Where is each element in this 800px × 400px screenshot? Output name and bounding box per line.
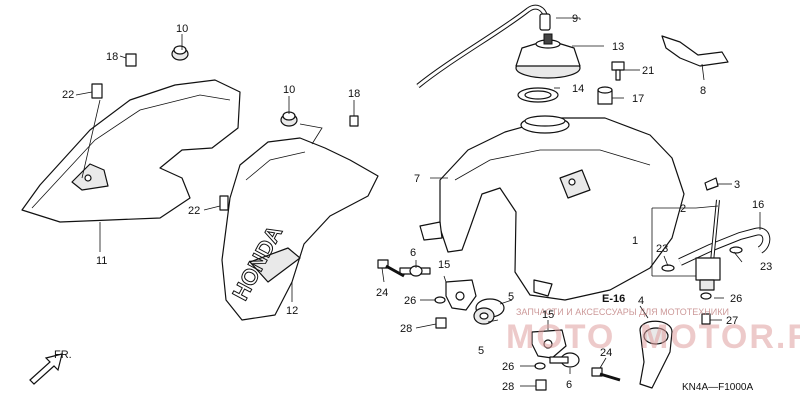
- front-arrow-label: FR.: [54, 349, 72, 361]
- screw-22b: [219, 195, 229, 211]
- washer-26c: [700, 292, 712, 300]
- callout-28a: 28: [400, 323, 412, 335]
- callout-21: 21: [642, 65, 654, 77]
- callout-14: 14: [572, 83, 584, 95]
- leader-lines: [75, 17, 761, 387]
- watermark-prefix: MOTO: [506, 318, 615, 356]
- reference-label: E-16: [602, 293, 625, 305]
- callout-15b: 15: [542, 309, 554, 321]
- callout-2: 2: [680, 203, 686, 215]
- washer-26b: [534, 362, 546, 370]
- bolt-6a: [399, 265, 431, 277]
- callout-3: 3: [734, 179, 740, 191]
- callout-labels: 10 18 22 11 10 18 22 12 7 9 13 14 21 17 …: [62, 13, 772, 393]
- callout-13: 13: [612, 41, 624, 53]
- watermark-main: MOTOR.RU: [640, 318, 800, 356]
- screw-28a: [435, 317, 447, 329]
- callout-24b: 24: [600, 347, 612, 359]
- bracket-8: [661, 35, 729, 67]
- collar-17: [597, 86, 613, 105]
- side-cover-left: [21, 79, 241, 223]
- screw-27: [701, 313, 711, 325]
- callout-11: 11: [96, 255, 107, 267]
- screw-18a: [125, 53, 137, 67]
- diagram-code: KN4A—F1000A: [682, 382, 753, 393]
- breather-hose: [416, 4, 551, 88]
- callout-9: 9: [572, 13, 578, 25]
- screw-28b: [535, 379, 547, 391]
- callout-4: 4: [638, 295, 644, 307]
- callout-26a: 26: [404, 295, 416, 307]
- clip-3: [704, 177, 719, 191]
- callout-6a: 6: [410, 247, 416, 259]
- callout-16: 16: [752, 199, 764, 211]
- callout-18b: 18: [348, 88, 360, 100]
- callout-10a: 10: [176, 23, 188, 35]
- callout-5b: 5: [478, 345, 484, 357]
- bracket-15a: [445, 279, 477, 311]
- callout-12: 12: [286, 305, 298, 317]
- washer-26a: [434, 296, 446, 304]
- fuel-valve: [661, 199, 743, 291]
- callout-6b: 6: [566, 379, 572, 391]
- callout-26b: 26: [502, 361, 514, 373]
- callout-1: 1: [632, 235, 638, 247]
- callout-15a: 15: [438, 259, 450, 271]
- screw-22a: [91, 83, 103, 99]
- cap-gasket: [517, 87, 559, 103]
- callout-7: 7: [414, 173, 420, 185]
- bolt-24a: [377, 259, 405, 278]
- callout-10b: 10: [283, 84, 295, 96]
- callout-18a: 18: [106, 51, 118, 63]
- callout-24a: 24: [376, 287, 388, 299]
- grommet-10a: [171, 45, 189, 61]
- callout-8: 8: [700, 85, 706, 97]
- grommet-10b: [280, 111, 298, 127]
- shroud-right: HONDA: [221, 137, 379, 321]
- front-arrow: FR.: [29, 349, 72, 385]
- callout-28b: 28: [502, 381, 514, 393]
- callout-26c: 26: [730, 293, 742, 305]
- callout-27: 27: [726, 315, 738, 327]
- callout-17: 17: [632, 93, 644, 105]
- bolt-6b: [549, 352, 580, 368]
- callout-23b: 23: [760, 261, 772, 273]
- bolt-21: [611, 61, 625, 81]
- watermark: ЗАПЧАСТИ И АКСЕССУАРЫ ДЛЯ МОТОТЕХНИКИ MO…: [506, 307, 800, 356]
- mount-rubber-5a: [473, 298, 505, 325]
- bolt-24b: [591, 367, 621, 382]
- callout-22a: 22: [62, 89, 74, 101]
- fuel-cap: [515, 33, 581, 79]
- watermark-subtitle: ЗАПЧАСТИ И АКСЕССУАРЫ ДЛЯ МОТОТЕХНИКИ: [516, 307, 729, 317]
- callout-23a: 23: [656, 243, 668, 255]
- callout-22b: 22: [188, 205, 200, 217]
- callout-5a: 5: [508, 291, 514, 303]
- fuel-hose: [678, 227, 771, 266]
- fuel-tank: [419, 115, 685, 301]
- valve-lever: [639, 320, 673, 389]
- screw-18b: [349, 115, 359, 127]
